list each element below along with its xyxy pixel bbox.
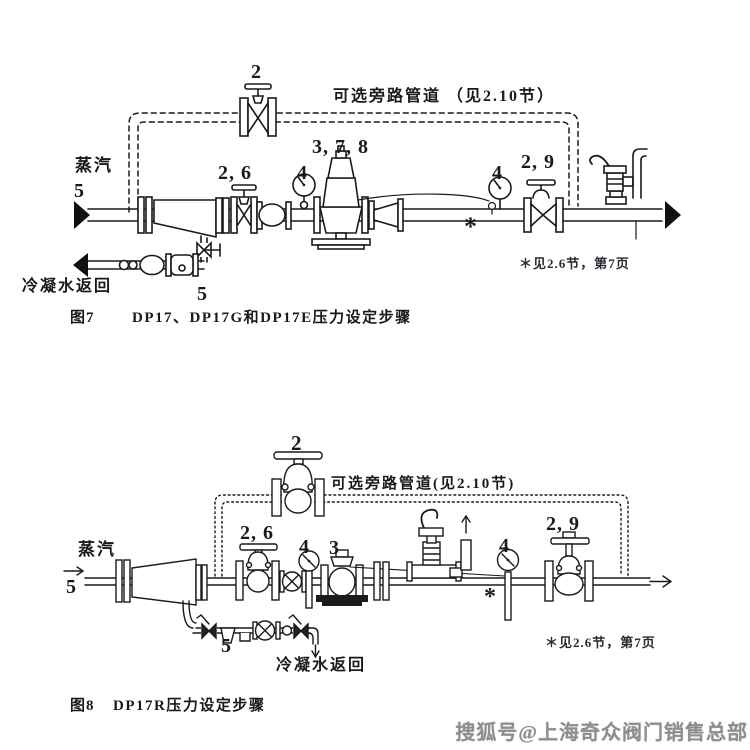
fig7-caption-tag: 图7	[70, 310, 95, 326]
fig8-inlet-arrow-icon	[76, 566, 85, 576]
fig8-bypass-valve-step-label: 2	[291, 431, 303, 455]
fig7-bypass-valve	[239, 83, 277, 137]
fig8-dp17r-valve	[316, 549, 368, 606]
fig7-downstream-gauge-step-label: 4	[492, 162, 503, 184]
fig7-upstream-gauge	[292, 173, 316, 210]
fig8-vent-arrow-icon	[461, 514, 471, 523]
fig7-separator	[137, 196, 230, 263]
fig8-caption-title: DP17R压力设定步骤	[113, 698, 266, 714]
fig7-prv-steps-label: 3, 7, 8	[312, 136, 369, 158]
fig8-trap-step-label: 5	[221, 635, 232, 657]
fig7-condensate-line	[73, 253, 205, 277]
fig7-inlet-arrow-icon	[74, 201, 90, 229]
fig7-bypass-pipe-label: 可选旁路管道 （见2.10节）	[333, 88, 556, 105]
fig8-bypass-valve	[271, 451, 325, 518]
fig8-bypass-pipe-label: 可选旁路管道(见2.10节)	[331, 476, 516, 492]
fig7-expander	[368, 198, 404, 232]
fig7-upstream-isolation-valve	[230, 184, 258, 234]
fig8-steam-label: 蒸汽	[78, 540, 116, 559]
fig7-downstream-gauge	[488, 176, 512, 210]
fig8-bypass-pipe	[214, 494, 629, 577]
fig7-outlet-arrow-icon	[665, 201, 681, 229]
fig8-upstream-isolation-valve	[235, 543, 280, 601]
fig8-safety-valve	[406, 508, 472, 582]
fig8-dp17r-step-label: 3	[329, 537, 340, 559]
fig7-inlet-step-label: 5	[74, 180, 85, 202]
fig8-inlet-step-label: 5	[66, 576, 77, 598]
fig8-condensate-line	[192, 614, 320, 659]
fig8-upstream-gauge-step-label: 4	[299, 536, 310, 558]
fig7-reducer	[256, 201, 292, 230]
fig8-caption-tag: 图8	[70, 698, 95, 714]
fig7-trap-step-label: 5	[197, 283, 208, 305]
fig8-upstream-gauge	[298, 550, 320, 609]
fig8-condensate-arrow-icon	[311, 650, 320, 659]
fig8-diagram	[63, 451, 673, 659]
fig7-diagram	[73, 83, 681, 277]
fig7-footnote: ＊见2.6节，第7页	[519, 256, 630, 271]
fig8-downstream-gauge	[496, 548, 520, 621]
fig7-sensing-line	[357, 193, 497, 215]
fig8-footnote: ＊见2.6节，第7页	[545, 635, 656, 650]
fig7-upstream-valve-steps-label: 2, 6	[218, 162, 252, 184]
fig7-caption-title: DP17、DP17G和DP17E压力设定步骤	[132, 310, 412, 326]
fig7-condensate-arrow-icon	[73, 253, 88, 277]
fig7-condensate-return-label: 冷凝水返回	[22, 278, 113, 295]
fig8-downstream-isolation-valve	[544, 531, 594, 602]
fig7-pressure-reducing-valve	[311, 145, 371, 250]
fig7-star-marker: *	[464, 212, 477, 241]
fig8-downstream-gauge-step-label: 4	[499, 535, 510, 557]
fig7-safety-valve	[589, 148, 648, 240]
fig8-check-valve	[279, 570, 307, 593]
watermark-text: 搜狐号@上海奇众阀门销售总部	[455, 722, 748, 744]
fig8-condensate-return-label: 冷凝水返回	[276, 657, 367, 674]
fig8-outlet-arrow-icon	[662, 575, 673, 588]
fig7-bypass-pipe	[128, 112, 579, 213]
fig7-blowdown-valve	[196, 241, 221, 259]
fig8-separator	[115, 558, 208, 629]
fig8-upstream-valve-steps-label: 2, 6	[240, 522, 274, 544]
fig7-bypass-valve-step-label: 2	[251, 61, 262, 83]
fig7-upstream-gauge-step-label: 4	[297, 162, 308, 184]
fig7-downstream-valve-steps-label: 2, 9	[521, 151, 555, 173]
fig8-downstream-valve-steps-label: 2, 9	[546, 513, 580, 535]
fig7-steam-label: 蒸汽	[75, 156, 113, 175]
fig8-star-marker: *	[484, 584, 496, 610]
fig7-downstream-isolation-valve	[523, 179, 564, 233]
